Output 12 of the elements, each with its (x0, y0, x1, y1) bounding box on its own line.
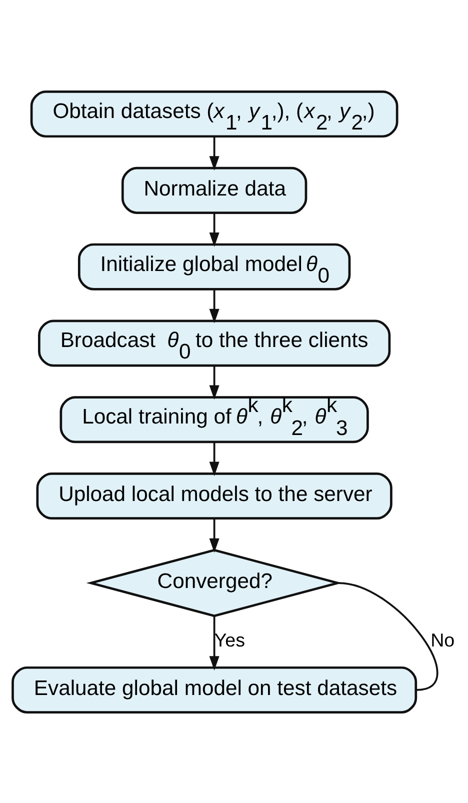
arrow (209, 616, 220, 670)
arrow (209, 518, 220, 552)
arrow (209, 212, 220, 246)
arrow (209, 288, 220, 323)
node-box: Evaluate global model on test datasets (12, 666, 418, 713)
edge-label: No (430, 628, 455, 650)
connector (338, 582, 438, 690)
arrow (209, 136, 220, 170)
arrow (209, 442, 220, 476)
arrow (209, 365, 220, 400)
node-box: Upload local models to the server (36, 472, 392, 520)
node-box: Normalize data (121, 166, 308, 214)
